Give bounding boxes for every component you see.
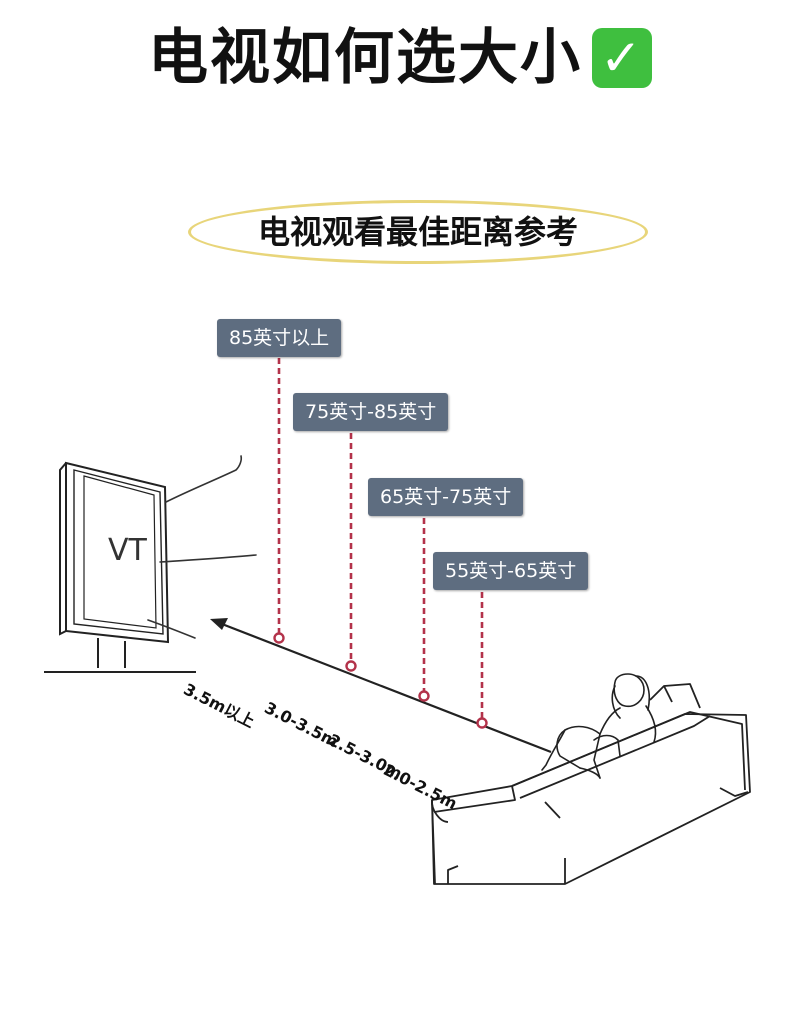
size-label-65: 65英寸-75英寸	[368, 478, 524, 516]
size-label-85: 85英寸以上	[217, 319, 342, 357]
marker-dot-85	[273, 632, 285, 644]
subtitle-ellipse	[188, 200, 648, 264]
person-illustration	[541, 673, 657, 779]
size-label-75: 75英寸-85英寸	[293, 393, 449, 431]
subtitle-banner: 电视观看最佳距离参考	[188, 200, 652, 268]
marker-dot-55	[476, 717, 488, 729]
subtitle-text: 电视观看最佳距离参考	[257, 213, 578, 251]
marker-dot-75	[345, 660, 357, 672]
tv-text: VT	[108, 533, 148, 568]
distance-markers	[277, 358, 484, 721]
size-label-55: 55英寸-65英寸	[433, 552, 589, 590]
distance-arrow	[210, 618, 552, 754]
sofa-illustration	[431, 683, 751, 885]
tv-illustration	[44, 461, 196, 673]
check-mark-icon: ✓	[592, 28, 652, 88]
sketch-strokes	[147, 455, 257, 639]
marker-dot-65	[418, 690, 430, 702]
title-text: 电视如何选大小	[148, 23, 582, 93]
page-title: 电视如何选大小✓	[0, 28, 800, 88]
marker-points	[273, 632, 488, 729]
